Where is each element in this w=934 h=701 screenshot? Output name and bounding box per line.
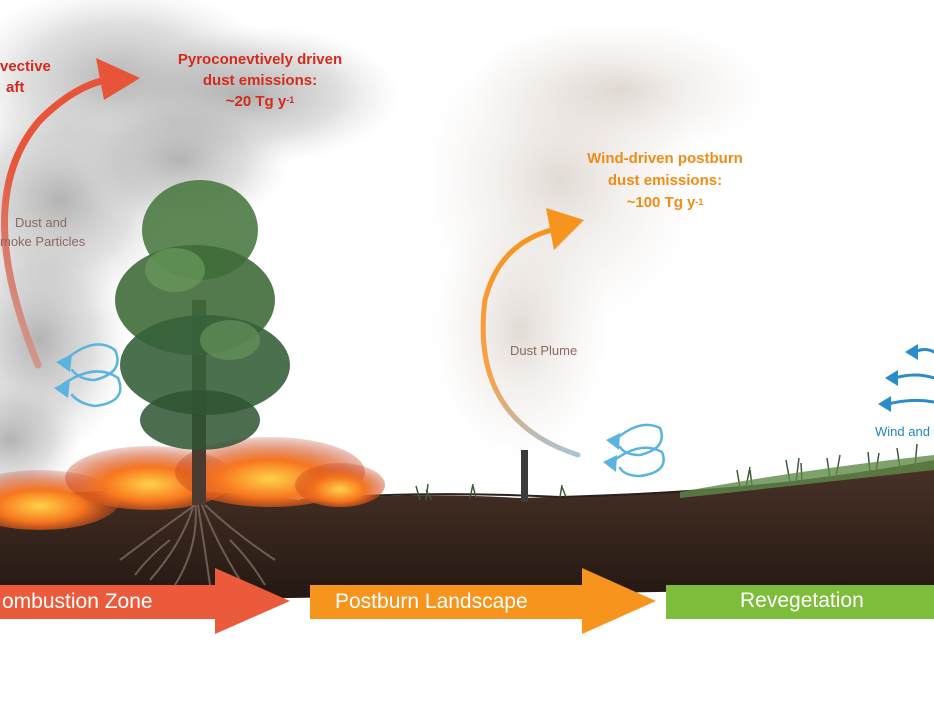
convective-updraft-label: vective aft bbox=[0, 56, 51, 98]
pyro-title-line2: dust emissions: bbox=[202, 72, 318, 89]
stage-arrows bbox=[0, 568, 934, 634]
wind-title-line2: dust emissions: bbox=[607, 172, 723, 189]
snag-icon bbox=[521, 450, 528, 502]
wind-value-exponent: -1 bbox=[695, 197, 704, 207]
wind-driven-arrow bbox=[480, 225, 581, 458]
grass-strip bbox=[680, 455, 934, 498]
wind-emissions-label: Wind-driven postburn dust emissions: ~10… bbox=[560, 148, 770, 214]
pyro-value: ~20 Tg y-1 bbox=[155, 91, 365, 112]
wind-right-label: Wind and bbox=[875, 424, 930, 439]
convective-arrowhead bbox=[96, 58, 140, 100]
dust-smoke-line2: moke Particles bbox=[0, 234, 86, 249]
grass-icon bbox=[415, 443, 918, 501]
wind-title-line1: Wind-driven postburn bbox=[587, 150, 743, 167]
wind-arrows-icon bbox=[878, 344, 934, 412]
pyro-value-exponent: -1 bbox=[286, 95, 295, 105]
pyro-title-line1: Pyroconevtively driven bbox=[177, 51, 343, 68]
dust-plume-label: Dust Plume bbox=[510, 343, 578, 358]
pyro-value-text: ~20 Tg y bbox=[225, 93, 287, 110]
stage-combustion-zone: ombustion Zone bbox=[2, 590, 153, 613]
wind-value-text: ~100 Tg y bbox=[626, 194, 696, 211]
dust-smoke-label: Dust and moke Particles bbox=[0, 213, 100, 251]
wind-driven-arrowhead bbox=[546, 208, 584, 250]
dust-smoke-line1: Dust and bbox=[15, 215, 68, 230]
pyro-emissions-label: Pyroconevtively driven dust emissions: ~… bbox=[155, 49, 365, 112]
convective-label-line2: aft bbox=[6, 79, 25, 96]
dust-plume-icon bbox=[420, 20, 770, 460]
stage-revegetation: Revegetation bbox=[740, 589, 864, 612]
wind-swirl-icon bbox=[54, 343, 122, 408]
roots-icon bbox=[119, 499, 276, 586]
tree-icon bbox=[115, 180, 290, 505]
stage-postburn-landscape: Postburn Landscape bbox=[335, 590, 528, 613]
convective-updraft-arrow bbox=[1, 74, 124, 369]
wind-swirl-icon-2 bbox=[603, 423, 665, 478]
smoke-cloud-icon bbox=[0, 0, 400, 500]
convective-label-line1: vective bbox=[0, 58, 51, 75]
wind-value: ~100 Tg y-1 bbox=[560, 192, 770, 214]
